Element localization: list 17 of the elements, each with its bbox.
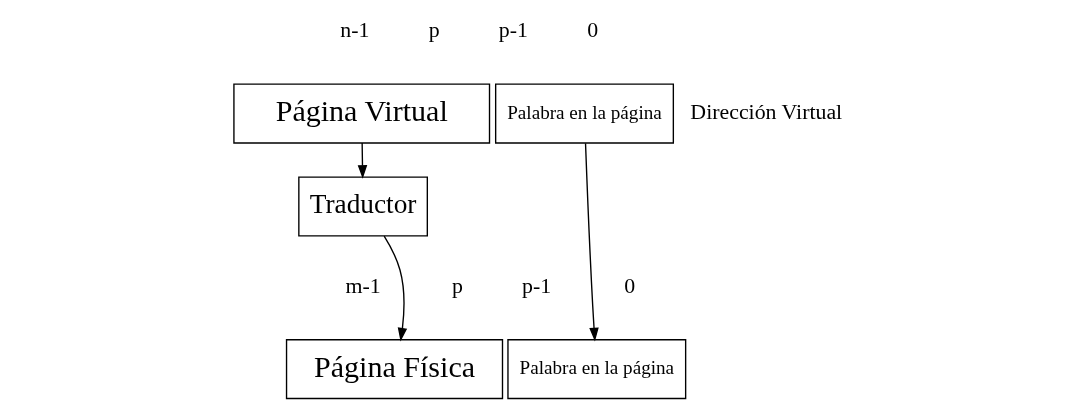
node-box: Palabra en la página bbox=[506, 338, 686, 399]
arrow bbox=[383, 234, 407, 342]
label: m-1 bbox=[344, 273, 381, 298]
label: Dirección Virtual bbox=[689, 99, 842, 124]
label: 0 bbox=[623, 273, 635, 298]
node-box: Palabra en la página bbox=[494, 83, 674, 144]
label: p bbox=[451, 273, 463, 298]
node-box: Traductor bbox=[297, 175, 428, 237]
label: p-1 bbox=[498, 17, 528, 42]
label: p-1 bbox=[521, 273, 551, 298]
label: 0 bbox=[586, 17, 598, 42]
node-box: Página Virtual bbox=[232, 83, 490, 144]
label: n-1 bbox=[339, 17, 369, 42]
arrow bbox=[357, 141, 367, 179]
arrow bbox=[584, 142, 599, 341]
node-box: Página Física bbox=[285, 338, 503, 399]
label: p bbox=[428, 17, 440, 42]
